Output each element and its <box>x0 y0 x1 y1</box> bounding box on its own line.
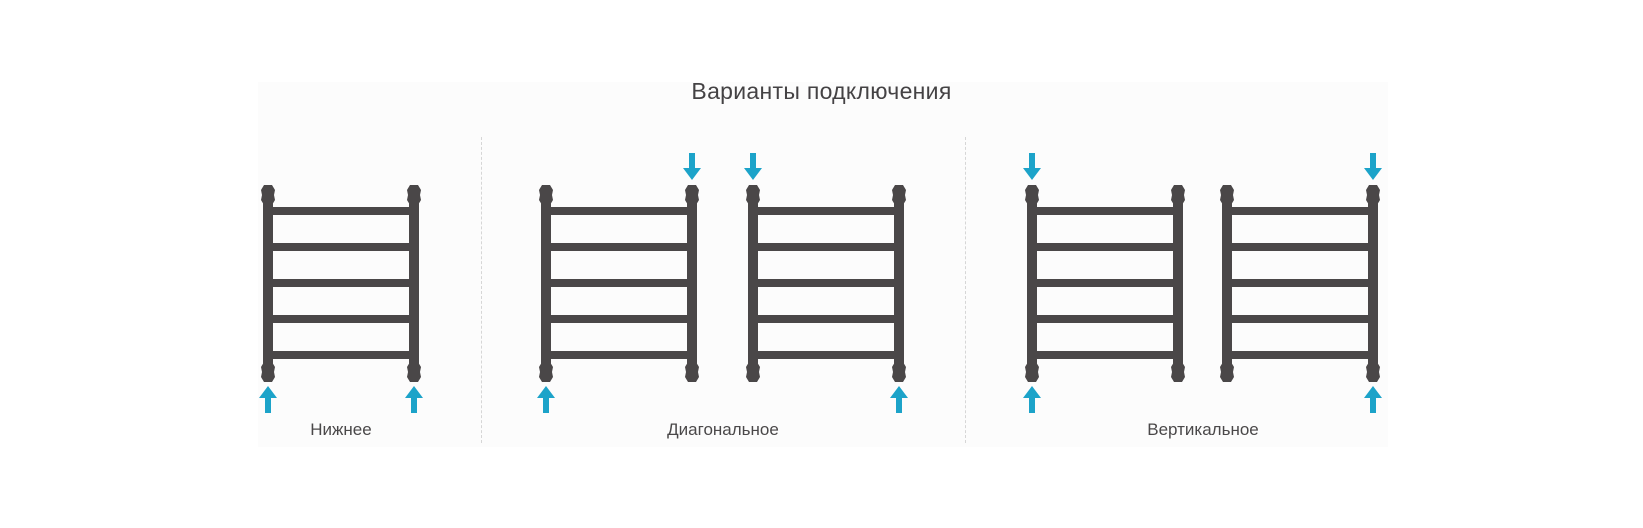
rail-cap <box>1171 362 1185 382</box>
rail-crossbar <box>268 351 414 359</box>
rail-left-post <box>263 195 273 372</box>
rail-crossbar <box>1227 351 1373 359</box>
inlet-arrow-down-icon <box>744 153 762 180</box>
inlet-arrow-down-icon <box>1023 153 1041 180</box>
rail-crossbar <box>1227 207 1373 215</box>
inlet-arrow-up-icon <box>1364 386 1382 413</box>
towel-rail-heater <box>537 153 701 413</box>
rail-cap <box>1220 362 1234 382</box>
rail-crossbar <box>1227 243 1373 251</box>
rail-crossbar <box>546 243 692 251</box>
rail-cap <box>1025 185 1039 205</box>
rail-crossbar <box>268 315 414 323</box>
rail-crossbar <box>268 243 414 251</box>
rail-crossbar <box>1032 279 1178 287</box>
inlet-arrow-down-icon <box>683 153 701 180</box>
towel-rail-heater <box>1220 153 1382 413</box>
rail-crossbar <box>1032 207 1178 215</box>
inlet-arrow-up-icon <box>259 386 277 413</box>
rail-cap <box>685 185 699 205</box>
towel-rail-heater <box>1023 153 1185 413</box>
rail-right-post <box>894 195 904 372</box>
rail-cap <box>539 362 553 382</box>
rail-crossbar <box>1032 351 1178 359</box>
label-diagonal-connection: Диагональное <box>667 420 779 439</box>
rail-crossbar <box>753 315 899 323</box>
rail-crossbar <box>268 279 414 287</box>
rail-right-post <box>687 195 697 372</box>
section-divider <box>481 137 482 443</box>
inlet-arrow-down-icon <box>1364 153 1382 180</box>
rail-cap <box>261 362 275 382</box>
diagram-panel <box>258 82 1388 447</box>
rail-crossbar <box>753 279 899 287</box>
rail-cap <box>1366 362 1380 382</box>
section-divider <box>965 137 966 443</box>
towel-rail-heater <box>744 153 908 413</box>
rail-crossbar <box>1032 315 1178 323</box>
inlet-arrow-up-icon <box>890 386 908 413</box>
label-vertical-connection: Вертикальное <box>1147 420 1259 439</box>
rail-crossbar <box>753 243 899 251</box>
rail-cap <box>685 362 699 382</box>
rail-cap <box>1366 185 1380 205</box>
inlet-arrow-up-icon <box>537 386 555 413</box>
rail-right-post <box>1173 195 1183 372</box>
rail-cap <box>407 185 421 205</box>
rail-cap <box>539 185 553 205</box>
rail-cap <box>746 185 760 205</box>
rail-crossbar <box>546 351 692 359</box>
rail-left-post <box>1222 195 1232 372</box>
label-bottom-connection: Нижнее <box>310 420 372 439</box>
page-title: Варианты подключения <box>691 78 952 104</box>
rail-cap <box>1171 185 1185 205</box>
rail-crossbar <box>753 351 899 359</box>
rail-cap <box>261 185 275 205</box>
rail-cap <box>892 185 906 205</box>
rail-crossbar <box>546 207 692 215</box>
rail-cap <box>746 362 760 382</box>
rail-crossbar <box>753 207 899 215</box>
rail-right-post <box>409 195 419 372</box>
rail-cap <box>1025 362 1039 382</box>
rail-left-post <box>748 195 758 372</box>
rail-cap <box>892 362 906 382</box>
rail-cap <box>407 362 421 382</box>
inlet-arrow-up-icon <box>1023 386 1041 413</box>
rail-crossbar <box>1032 243 1178 251</box>
rail-left-post <box>541 195 551 372</box>
inlet-arrow-up-icon <box>405 386 423 413</box>
rail-left-post <box>1027 195 1037 372</box>
rail-cap <box>1220 185 1234 205</box>
rail-right-post <box>1368 195 1378 372</box>
rail-crossbar <box>1227 315 1373 323</box>
towel-rail-heater <box>259 185 423 413</box>
rail-crossbar <box>546 315 692 323</box>
rail-crossbar <box>1227 279 1373 287</box>
rail-crossbar <box>546 279 692 287</box>
rail-crossbar <box>268 207 414 215</box>
